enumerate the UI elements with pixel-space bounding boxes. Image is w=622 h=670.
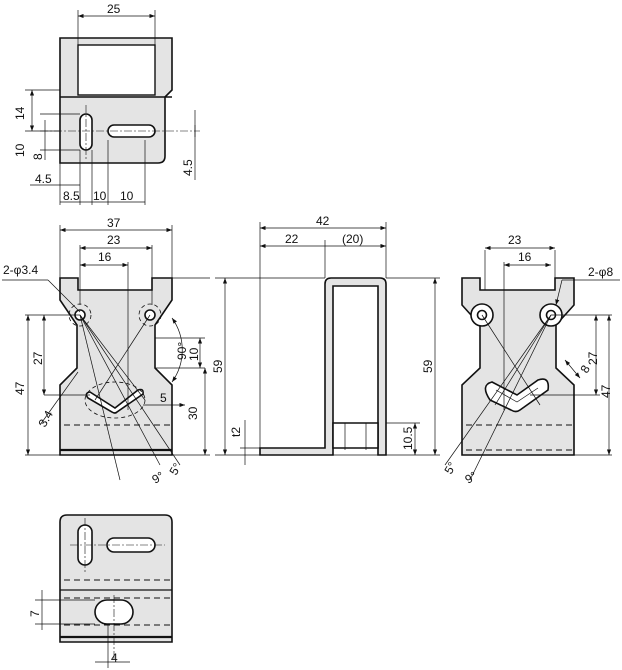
dim-label: 2-φ3.4 — [3, 263, 38, 277]
dim-label: 10 — [93, 189, 107, 203]
bottom-view: 7 4 — [28, 514, 173, 668]
dim-label: 3.4 — [35, 408, 56, 430]
dim-label: 16 — [98, 250, 112, 264]
dim-label: 7 — [28, 610, 42, 617]
dim-label: 59 — [211, 359, 225, 373]
dim-label: 8.5 — [63, 189, 80, 203]
dim-label: 10 — [13, 143, 27, 157]
dim-label: (20) — [342, 232, 363, 246]
dim-label: 25 — [107, 2, 121, 16]
dim-label: 4.5 — [181, 159, 195, 176]
dim-label: 27 — [31, 351, 45, 365]
dim-label: 16 — [518, 250, 532, 264]
dim-label: 5 — [160, 391, 167, 405]
side-view: 42 22 (20) 59 t2 10.5 59 — [215, 214, 440, 465]
dim-label: 4 — [111, 651, 118, 665]
dim-label: 4.5 — [35, 172, 52, 186]
dim-label: t2 — [229, 427, 243, 437]
dim-label: 47 — [599, 384, 613, 398]
top-view: 25 14 10 8 4.5 8.5 10 10 4.5 — [13, 2, 200, 205]
dim-label: 37 — [107, 216, 121, 230]
dim-label: 30 — [186, 406, 200, 420]
dim-label: 59 — [421, 359, 435, 373]
dim-label: 5° — [441, 459, 459, 476]
dim-label: 47 — [13, 381, 27, 395]
dim-label: 14 — [13, 106, 27, 120]
dim-label: 10.5 — [401, 426, 415, 450]
front-view: 2-φ3.4 23 16 37 27 47 90° 10 59 5 30 3.4… — [2, 216, 225, 487]
dim-label: 10 — [120, 189, 134, 203]
dim-label: 27 — [586, 351, 600, 365]
dim-label: 9° — [463, 469, 480, 487]
dim-label: 22 — [285, 232, 299, 246]
dim-label: 5° — [166, 460, 184, 477]
dim-label: 23 — [107, 233, 121, 247]
dim-label: 23 — [508, 233, 522, 247]
dim-label: 8 — [31, 153, 45, 160]
right-view: 23 16 2-φ8 8 27 47 5° 9° — [441, 233, 620, 487]
dim-label: 42 — [316, 214, 330, 228]
dim-label: 90° — [175, 342, 189, 360]
dim-label: 9° — [150, 469, 167, 487]
dim-label: 10 — [187, 347, 201, 361]
dim-label: 2-φ8 — [588, 265, 613, 279]
